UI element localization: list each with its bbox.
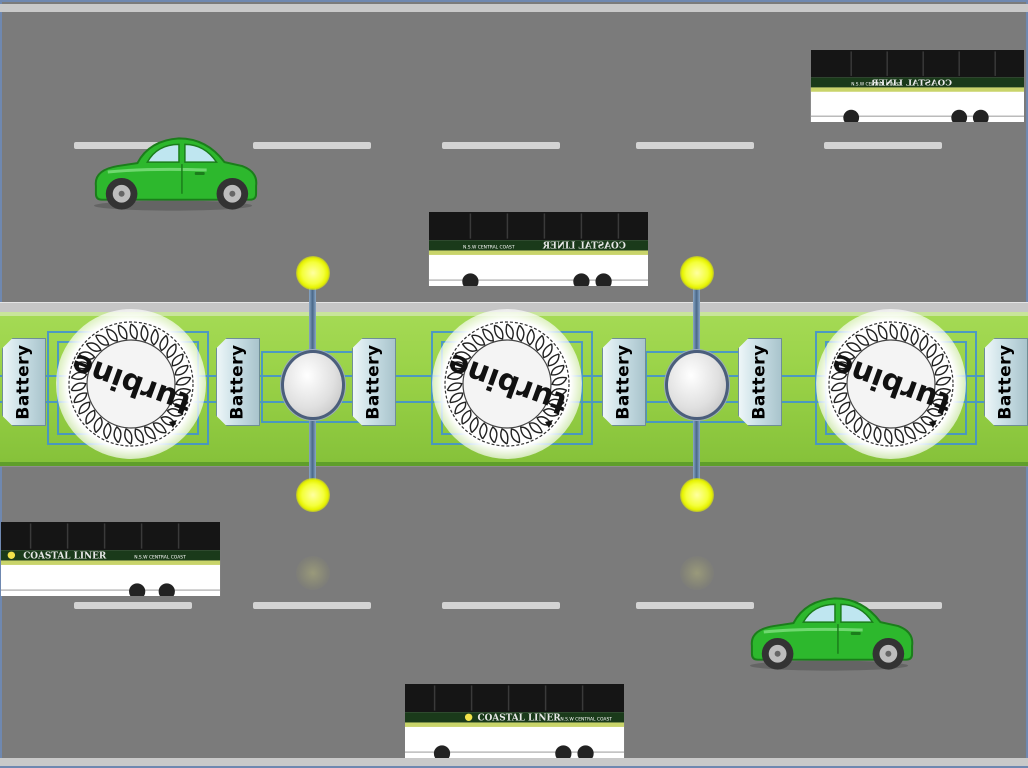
lamp-reflection (680, 556, 714, 590)
lane-dash (636, 142, 754, 149)
bus-sub: N.S.W CENTRAL COAST (851, 81, 901, 87)
bus-sub: N.S.W CENTRAL COAST (134, 554, 186, 560)
turbine-1: turbine (56, 309, 206, 459)
lane-dash (824, 142, 942, 149)
street-light-icon (296, 256, 330, 290)
bus-sub: N.S.W CENTRAL COAST (560, 716, 612, 722)
turbine-3: turbine (816, 309, 966, 459)
car-icon (748, 596, 914, 673)
battery-label: Battery (228, 344, 248, 420)
car-icon (92, 136, 258, 213)
lane-dash (824, 602, 942, 609)
battery-3: Battery (352, 338, 396, 426)
street-light-icon (680, 478, 714, 512)
lane-dash (74, 602, 192, 609)
turbine-icon (68, 321, 194, 447)
bus-3: COASTAL LINER N.S.W CENTRAL COAST (1, 522, 221, 596)
battery-6: Battery (984, 338, 1028, 426)
battery-label: Battery (996, 344, 1016, 420)
lane-dash (74, 142, 192, 149)
bus-brand: COASTAL LINER (478, 713, 562, 723)
junction-node (665, 350, 729, 420)
bus-brand: COASTAL LINER (542, 241, 626, 251)
lane-dash (442, 602, 560, 609)
bus-4: COASTAL LINER N.S.W CENTRAL COAST (405, 684, 625, 758)
lane-dash (636, 602, 754, 609)
battery-label: Battery (364, 344, 384, 420)
bus-1: COASTAL LINER N.S.W CENTRAL COAST (810, 50, 1024, 122)
bus-brand: COASTAL LINER (23, 551, 107, 561)
turbine-icon (444, 321, 570, 447)
junction-node (281, 350, 345, 420)
turbine-icon (828, 321, 954, 447)
battery-1: Battery (2, 338, 46, 426)
road-edge-top (0, 4, 1028, 12)
battery-2: Battery (216, 338, 260, 426)
lane-dash (442, 142, 560, 149)
lane-dash (253, 602, 371, 609)
bus-2: COASTAL LINER N.S.W CENTRAL COAST (428, 212, 648, 286)
battery-label: Battery (750, 344, 770, 420)
bus-brand: COASTAL LINER (870, 78, 952, 88)
bus-sub: N.S.W CENTRAL COAST (463, 244, 515, 250)
road-edge-bottom (0, 758, 1028, 766)
street-light-icon (680, 256, 714, 290)
battery-label: Battery (14, 344, 34, 420)
battery-4: Battery (602, 338, 646, 426)
turbine-2: turbine (432, 309, 582, 459)
battery-label: Battery (614, 344, 634, 420)
lamp-reflection (296, 556, 330, 590)
street-light-icon (296, 478, 330, 512)
lane-dash (253, 142, 371, 149)
battery-5: Battery (738, 338, 782, 426)
